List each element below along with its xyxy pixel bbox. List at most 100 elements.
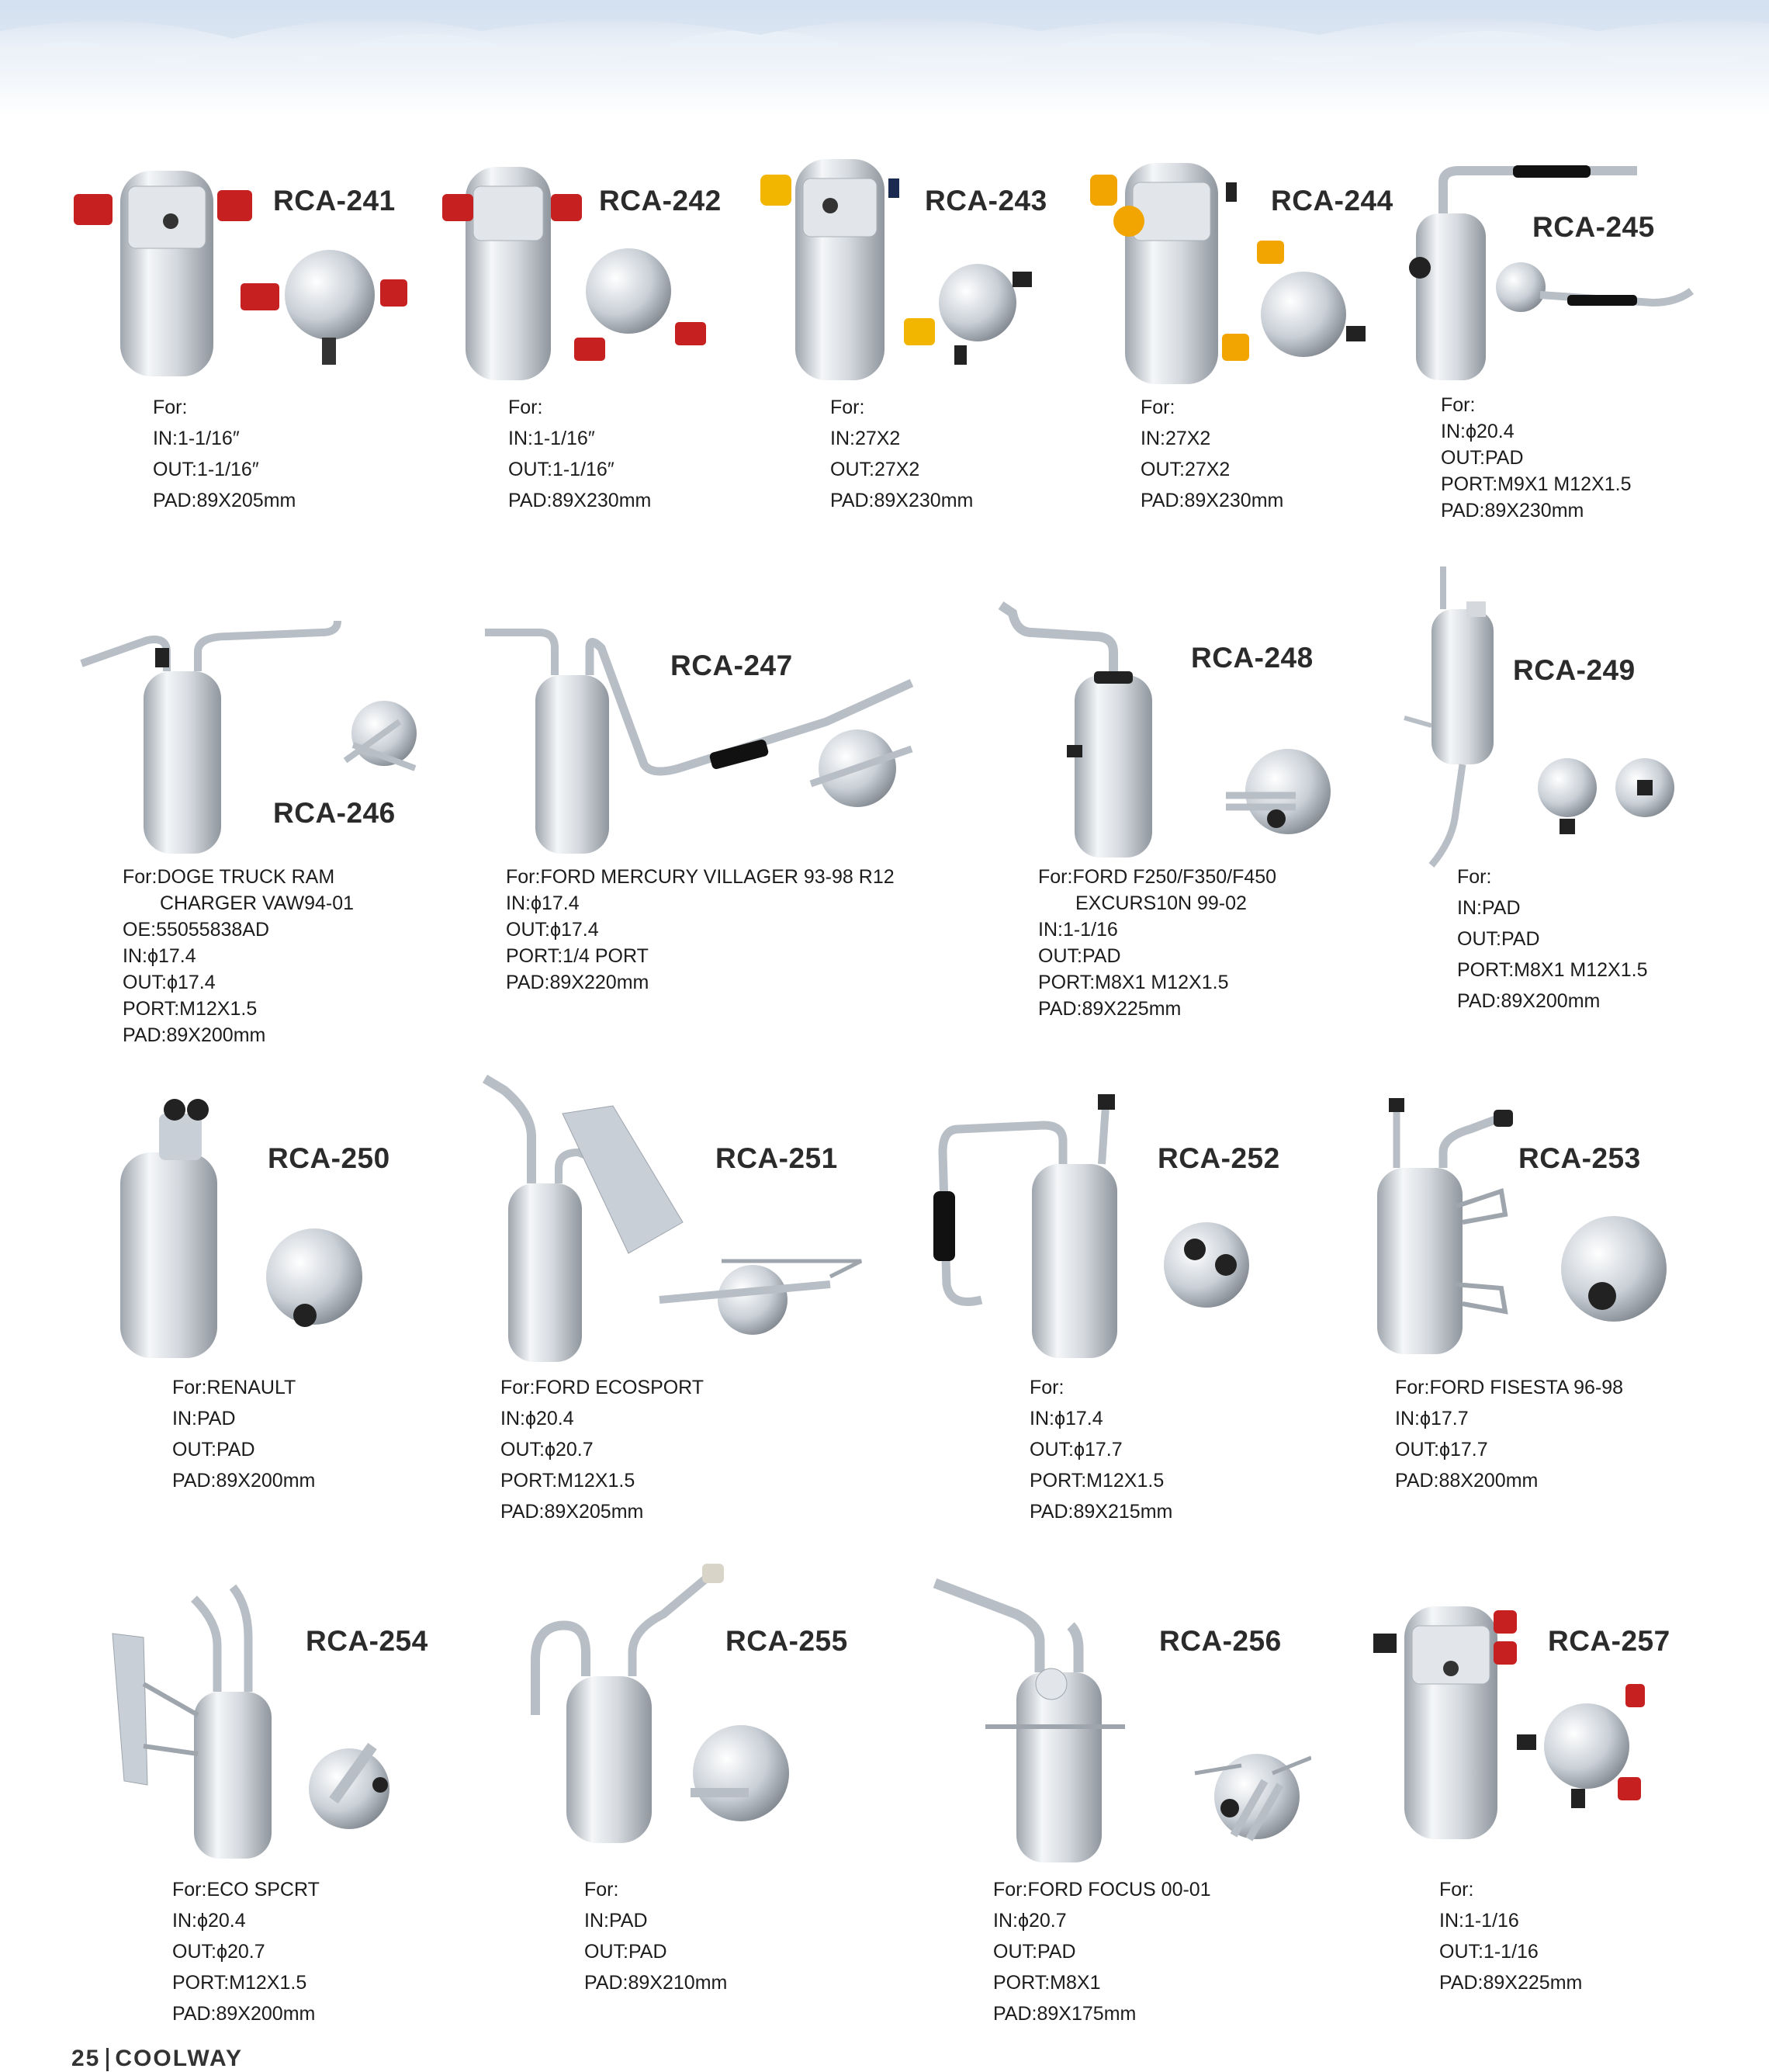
spec-line: PORT:M9X1 M12X1.5 (1441, 473, 1632, 495)
spec-line: IN:1-1/16 (1439, 1910, 1519, 1932)
spec-line: OUT:ϕ17.7 (1395, 1439, 1488, 1460)
spec-line: PAD:89X205mm (500, 1501, 644, 1523)
footer-divider (106, 2048, 109, 2072)
model-number: RCA-248 (1191, 642, 1314, 674)
spec-line: For: (584, 1879, 619, 1900)
model-number: RCA-252 (1158, 1142, 1280, 1174)
drier-image (933, 1094, 1249, 1358)
spec-line: OUT:27X2 (1141, 459, 1231, 480)
spec-line: PAD:89X220mm (506, 972, 649, 993)
drier-image (1409, 165, 1694, 380)
spec-line: IN:27X2 (830, 428, 901, 449)
footer-section: COOLWAY (115, 2046, 243, 2071)
spec-list: For: IN:1-1/16 OUT:1-1/16 PAD:89X225mm (1439, 1874, 1582, 1998)
spec-list: For: IN:PAD OUT:PAD PAD:89X210mm (584, 1874, 727, 1998)
spec-line: IN:27X2 (1141, 428, 1211, 449)
model-number: RCA-242 (599, 185, 722, 217)
model-number: RCA-243 (925, 185, 1047, 217)
spec-line: PORT:M8X1 (993, 1972, 1101, 1994)
spec-line: OUT:PAD (1457, 928, 1540, 950)
spec-line: PAD:89X200mm (172, 1470, 316, 1492)
spec-line: PORT:M12X1.5 (500, 1470, 635, 1492)
spec-line: OUT:1-1/16 (1439, 1941, 1539, 1963)
spec-line: OUT:1-1/16″ (508, 459, 614, 480)
spec-list: For:DOGE TRUCK RAM CHARGER VAW94-01 OE:5… (123, 864, 354, 1048)
spec-line: PAD:89X230mm (830, 490, 974, 511)
spec-line: OUT:ϕ17.7 (1030, 1439, 1123, 1460)
drier-image (998, 601, 1331, 858)
spec-line: OUT:1-1/16″ (153, 459, 259, 480)
spec-line: OUT:PAD (1441, 447, 1524, 469)
model-number: RCA-245 (1532, 211, 1655, 243)
model-number: RCA-241 (273, 185, 396, 217)
model-number: RCA-249 (1513, 654, 1636, 686)
drier-image (120, 1099, 362, 1358)
model-number: RCA-254 (306, 1625, 428, 1657)
spec-list: For:RENAULT IN:PAD OUT:PAD PAD:89X200mm (172, 1372, 315, 1496)
drier-image (482, 1075, 863, 1362)
model-number: RCA-246 (273, 797, 396, 829)
spec-line: PORT:M8X1 M12X1.5 (1457, 959, 1648, 981)
spec-list: For: IN:1-1/16″ OUT:1-1/16″ PAD:89X205mm (153, 392, 296, 516)
spec-line: PAD:89X230mm (1441, 500, 1584, 521)
spec-line: PORT:M12X1.5 (1030, 1470, 1165, 1492)
spec-line: PAD:89X215mm (1030, 1501, 1173, 1523)
spec-line: IN:ϕ17.4 (123, 945, 196, 967)
spec-line: For:FORD F250/F350/F450 (1038, 866, 1277, 888)
page-number: 25 (71, 2046, 101, 2071)
spec-line: PORT:M8X1 M12X1.5 (1038, 972, 1229, 993)
spec-line: IN:1-1/16 (1038, 919, 1118, 941)
spec-list: For:FORD ECOSPORT IN:ϕ20.4 OUT:ϕ20.7 POR… (500, 1372, 704, 1527)
spec-line: OUT:ϕ17.4 (123, 972, 216, 993)
model-number: RCA-257 (1548, 1625, 1670, 1657)
spec-line: PAD:89X200mm (172, 2003, 316, 2025)
spec-list: For: IN:ϕ20.4 OUT:PAD PORT:M9X1 M12X1.5 … (1441, 392, 1631, 524)
spec-line: For:FORD FOCUS 00-01 (993, 1879, 1211, 1900)
spec-line: PAD:89X210mm (584, 1972, 728, 1994)
spec-line: IN:ϕ17.7 (1395, 1408, 1469, 1429)
model-number: RCA-251 (715, 1142, 838, 1174)
spec-line: PAD:88X200mm (1395, 1470, 1539, 1492)
model-number: RCA-255 (725, 1625, 848, 1657)
drier-image (1404, 567, 1674, 868)
spec-line: IN:PAD (1457, 897, 1521, 919)
spec-line: OUT:ϕ17.4 (506, 919, 599, 941)
spec-line: For: (508, 397, 543, 418)
spec-line: OUT:ϕ20.7 (500, 1439, 594, 1460)
spec-line: IN:ϕ20.4 (1441, 421, 1515, 442)
spec-list: For: IN:ϕ17.4 OUT:ϕ17.7 PORT:M12X1.5 PAD… (1030, 1372, 1172, 1527)
spec-line: For: (1457, 866, 1492, 888)
spec-line: OUT:PAD (993, 1941, 1076, 1963)
spec-line: PORT:M12X1.5 (123, 998, 258, 1020)
spec-line: OUT:PAD (584, 1941, 667, 1963)
spec-line: For: (153, 397, 188, 418)
spec-line: PAD:89X175mm (993, 2003, 1137, 2025)
drier-image (531, 1564, 789, 1843)
spec-line: PAD:89X230mm (508, 490, 652, 511)
spec-list: For: IN:PAD OUT:PAD PORT:M8X1 M12X1.5 PA… (1457, 861, 1647, 1017)
spec-line: CHARGER VAW94-01 (160, 892, 355, 914)
spec-line: OE:55055838AD (123, 919, 270, 941)
spec-line: IN:ϕ20.4 (500, 1408, 574, 1429)
spec-line: For:FORD ECOSPORT (500, 1377, 704, 1398)
spec-line: PAD:89X205mm (153, 490, 296, 511)
spec-line: For: (1030, 1377, 1065, 1398)
spec-line: OUT:ϕ20.7 (172, 1941, 265, 1963)
spec-line: IN:ϕ20.4 (172, 1910, 246, 1932)
spec-list: For:FORD FISESTA 96-98 IN:ϕ17.7 OUT:ϕ17.… (1395, 1372, 1623, 1496)
spec-line: PAD:89X225mm (1439, 1972, 1583, 1994)
drier-image (1373, 1606, 1645, 1839)
spec-line: IN:1-1/16″ (153, 428, 240, 449)
model-number: RCA-253 (1518, 1142, 1641, 1174)
drier-image (1377, 1098, 1667, 1354)
spec-line: For:FORD MERCURY VILLAGER 93-98 R12 (506, 866, 895, 888)
spec-line: OUT:27X2 (830, 459, 920, 480)
spec-line: For:RENAULT (172, 1377, 296, 1398)
drier-image (112, 1584, 389, 1859)
spec-line: EXCURS10N 99-02 (1075, 892, 1247, 914)
model-number: RCA-256 (1159, 1625, 1282, 1657)
spec-line: IN:ϕ17.4 (1030, 1408, 1103, 1429)
spec-line: PAD:89X200mm (1457, 990, 1601, 1012)
drier-image (485, 629, 914, 854)
model-number: RCA-247 (670, 650, 793, 681)
